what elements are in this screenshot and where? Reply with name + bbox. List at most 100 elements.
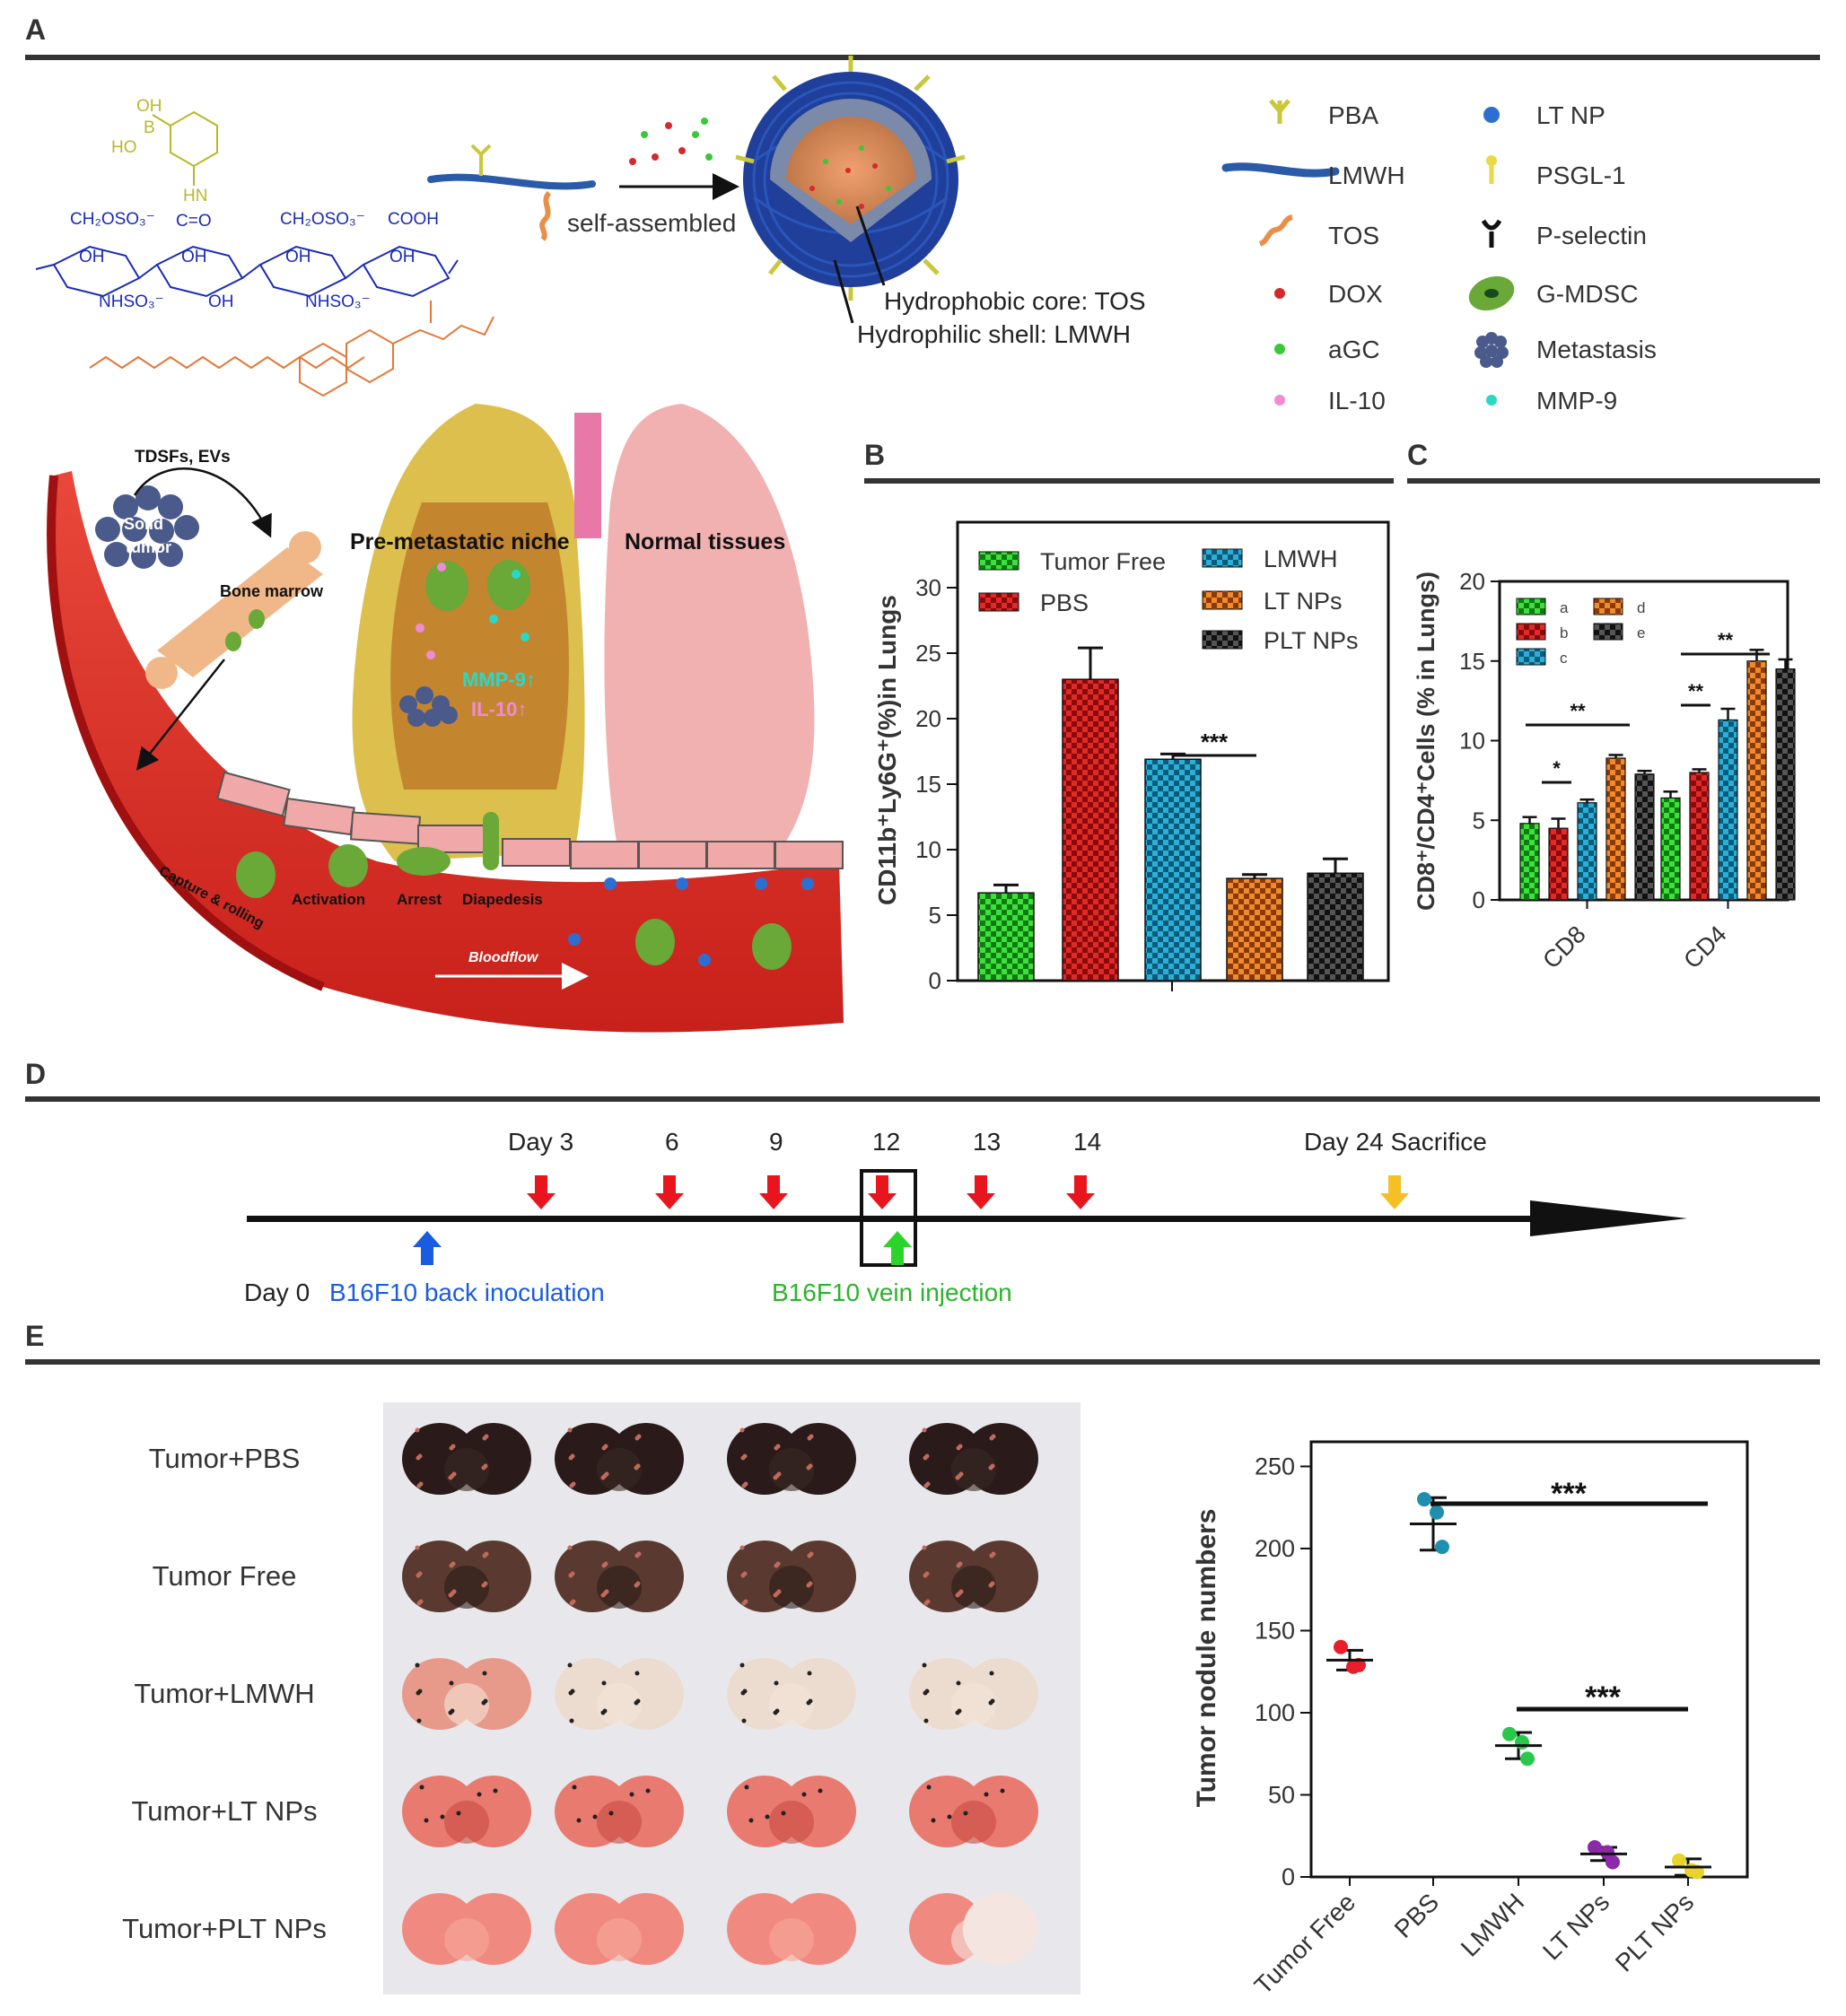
panel-label-d: D: [25, 1058, 46, 1090]
photo-row-label: Tumor+LMWH: [134, 1678, 314, 1709]
lung-sample: [727, 1776, 856, 1847]
bar-lmwh: [1144, 758, 1202, 982]
data-point: [1588, 1840, 1602, 1855]
chem-cooh: COOH: [388, 210, 439, 229]
bar-cd8-b: [1548, 827, 1569, 901]
tl-day6: 6: [665, 1128, 679, 1156]
core-label: Hydrophobic core: TOS: [884, 287, 1146, 315]
lung-sample: [402, 1893, 531, 1965]
significance-label: *: [1553, 757, 1561, 780]
down-arrow-icon: [527, 1175, 556, 1209]
lung-sample: [402, 1776, 531, 1847]
lung-sample: [402, 1658, 531, 1730]
lung-sample: [402, 1540, 531, 1612]
bar-pbs: [1062, 678, 1119, 982]
legend-label: LMWH: [1328, 161, 1405, 189]
lung-sample: [909, 1540, 1038, 1612]
lung-sample: [555, 1776, 684, 1847]
chem-ch2oso3-1: CH₂OSO₃⁻: [70, 210, 155, 229]
data-point: [1417, 1492, 1431, 1507]
self-assembled-label: self-assembled: [567, 209, 736, 237]
legend-swatch: [1516, 648, 1546, 666]
pba-icon: [1269, 99, 1290, 124]
il10-icon: [1274, 395, 1285, 406]
y-tick-label: 20: [915, 705, 941, 732]
x-tick-label: LMWH: [1456, 1888, 1529, 1961]
y-tick-label: 150: [1255, 1617, 1295, 1644]
lung-sample: [727, 1893, 856, 1965]
lung-sample: [727, 1658, 856, 1730]
lung-sample: [555, 1540, 684, 1612]
lmwh-icon: [1221, 162, 1340, 178]
down-arrow-icon: [967, 1175, 995, 1209]
legend-swatch: [978, 551, 1019, 571]
photo-row-label: Tumor+LT NPs: [131, 1795, 317, 1827]
legend-label: TOS: [1328, 222, 1379, 249]
down-arrow-icon: [1066, 1175, 1095, 1209]
legend-swatch: [1516, 598, 1546, 615]
y-tick-label: 15: [915, 771, 941, 798]
legend-label: Tumor Free: [1040, 548, 1166, 575]
bar-cd4-c: [1718, 719, 1738, 901]
legend-swatch: [1593, 598, 1623, 615]
y-axis-title: Tumor nodule numbers: [1192, 1509, 1221, 1808]
chem-oh-1: OH: [79, 248, 105, 266]
y-tick-label: 0: [1282, 1863, 1295, 1890]
il10-up-label: IL-10↑: [471, 698, 527, 720]
chem-nhso3-1: NHSO₃⁻: [99, 292, 164, 311]
legend-label: PBA: [1328, 101, 1378, 129]
p-selectin-icon: [1481, 219, 1502, 248]
legend-label: d: [1637, 599, 1645, 616]
legend-label: aGC: [1328, 336, 1380, 363]
down-arrow-icon: [759, 1175, 788, 1209]
tl-day14: 14: [1073, 1128, 1101, 1156]
legend-swatch: [1202, 630, 1243, 650]
significance-label: **: [1688, 680, 1704, 703]
y-tick-label: 30: [915, 574, 941, 601]
legend-swatch: [978, 592, 1019, 612]
data-point: [1430, 1505, 1444, 1520]
legend-label: DOX: [1328, 280, 1383, 308]
chemical-structure: OH B HO HN C=O CH₂OSO₃⁻ CH₂OSO₃⁻ COOH OH…: [35, 97, 494, 397]
panel-label-e: E: [25, 1320, 44, 1352]
bar-cd4-d: [1746, 660, 1767, 901]
legend-label: LMWH: [1264, 545, 1338, 572]
legend-swatch: [1202, 548, 1243, 568]
data-point: [1334, 1639, 1348, 1654]
data-point: [1515, 1734, 1529, 1750]
y-tick-label: 10: [1459, 728, 1485, 755]
psgl1-icon: [1486, 155, 1497, 184]
up-arrow-icon: [883, 1231, 912, 1265]
up-arrow-icon: [413, 1231, 442, 1265]
metastasis-icon: [1474, 332, 1509, 368]
down-arrow-icon: [1380, 1175, 1409, 1209]
tl-day9: 9: [769, 1128, 783, 1156]
data-point: [1605, 1855, 1620, 1870]
panel-label-a: A: [25, 13, 46, 46]
bar-plt-nps: [1307, 872, 1364, 982]
treatment-timeline: Day 3 6 9 12 13 14 Day 24 Sacrifice Day …: [244, 1128, 1687, 1306]
lung-sample: [555, 1423, 684, 1495]
niche-label: Pre-metastatic niche: [350, 529, 570, 554]
legend-label: Metastasis: [1536, 336, 1657, 363]
bar-lt-nps: [1226, 877, 1283, 982]
bar-cd4-b: [1689, 772, 1710, 901]
y-tick-label: 250: [1255, 1453, 1295, 1479]
tos-icon: [1258, 214, 1293, 247]
tdsfs-label: TDSFs, EVs: [135, 448, 231, 467]
x-tick-label: PLT NPs: [1610, 1888, 1699, 1977]
agc-icon: [1274, 344, 1285, 354]
chem-oh-3: OH: [285, 248, 311, 266]
y-tick-label: 200: [1255, 1535, 1295, 1562]
chem-oh-2: OH: [181, 248, 207, 266]
dox-icon: [1274, 288, 1285, 299]
legend-label: LT NPs: [1264, 588, 1343, 615]
significance-label: ***: [1585, 1680, 1621, 1715]
x-tick-label: CD4: [1678, 921, 1731, 973]
y-tick-label: 5: [1473, 807, 1485, 833]
legend-swatch: [1593, 623, 1623, 641]
